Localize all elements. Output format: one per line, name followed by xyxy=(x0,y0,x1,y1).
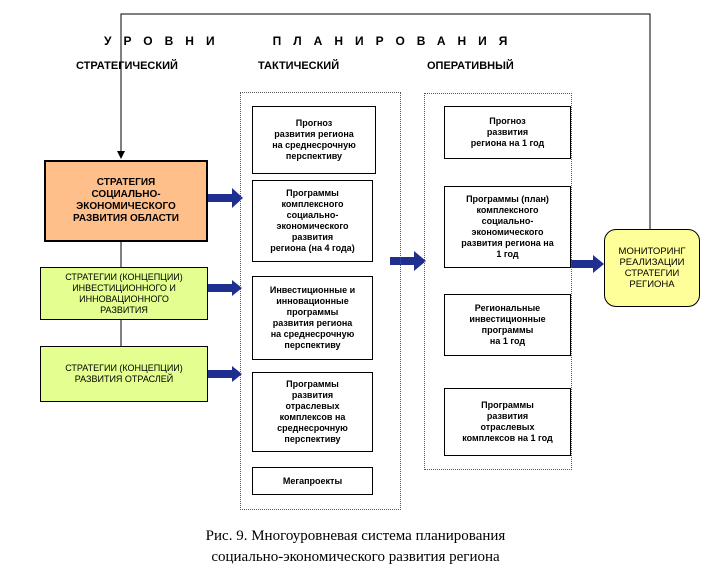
tactical-box-sector-programs: Программы развития отраслевых комплексов… xyxy=(252,372,373,452)
tactical-box-forecast: Прогноз развития региона на среднесрочну… xyxy=(252,106,376,174)
column-header-tactical: ТАКТИЧЕСКИЙ xyxy=(258,60,340,72)
tactical-box-complex-programs: Программы комплексного социально- эконом… xyxy=(252,180,373,262)
feedback-line xyxy=(117,13,651,229)
block-arrows xyxy=(208,188,604,382)
tactical-box-megaprojects: Мегапроекты xyxy=(252,467,373,495)
operational-group xyxy=(424,93,572,470)
operational-box-complex-plan: Программы (план) комплексного социально-… xyxy=(444,186,571,268)
arrow-sectors-to-tactical xyxy=(208,366,242,382)
column-header-operational: ОПЕРАТИВНЫЙ xyxy=(427,60,514,72)
arrow-tactical-to-operational xyxy=(390,251,426,271)
figure-caption-line-1: Рис. 9. Многоуровневая система планирова… xyxy=(205,528,506,544)
monitoring-box: МОНИТОРИНГ РЕАЛИЗАЦИИ СТРАТЕГИИ РЕГИОНА xyxy=(604,229,700,307)
tactical-group xyxy=(240,92,401,510)
operational-box-forecast: Прогноз развития региона на 1 год xyxy=(444,106,571,159)
arrow-operational-to-monitoring xyxy=(571,255,604,273)
operational-box-investment-programs: Региональные инвестиционные программы на… xyxy=(444,294,571,356)
strategy-sectors-box: СТРАТЕГИИ (КОНЦЕПЦИИ) РАЗВИТИЯ ОТРАСЛЕЙ xyxy=(40,346,208,402)
tactical-box-investment-programs: Инвестиционные и инновационные программы… xyxy=(252,276,373,360)
levels-title: УРОВНИ ПЛАНИРОВАНИЯ xyxy=(104,34,520,48)
arrow-innovation-to-tactical xyxy=(208,280,242,296)
strategy-main-box: СТРАТЕГИЯ СОЦИАЛЬНО- ЭКОНОМИЧЕСКОГО РАЗВ… xyxy=(44,160,208,242)
column-header-strategic: СТРАТЕГИЧЕСКИЙ xyxy=(76,60,178,72)
figure-caption-line-2: социально-экономического развития регион… xyxy=(211,549,500,565)
arrow-main-to-tactical xyxy=(208,188,243,208)
operational-box-sector-programs: Программы развития отраслевых комплексов… xyxy=(444,388,571,456)
strategy-innovation-box: СТРАТЕГИИ (КОНЦЕПЦИИ) ИНВЕСТИЦИОННОГО И … xyxy=(40,267,208,320)
